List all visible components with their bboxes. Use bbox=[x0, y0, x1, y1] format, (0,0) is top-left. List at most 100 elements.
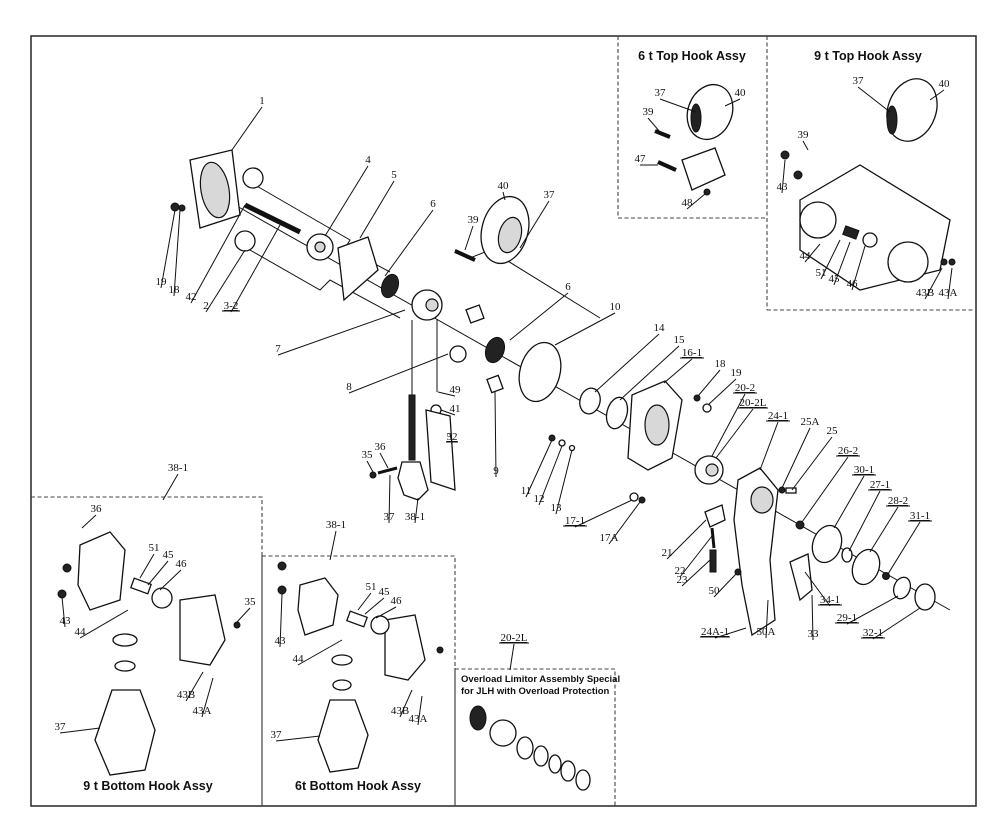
spring-part bbox=[709, 549, 717, 573]
callout-main-p6a: 6 bbox=[430, 198, 436, 210]
pawl-part bbox=[486, 374, 504, 394]
callout-main-p40: 40 bbox=[498, 180, 510, 192]
overload-hub-part bbox=[469, 705, 487, 731]
bottom-hook-part bbox=[397, 461, 429, 501]
nut-part bbox=[170, 202, 180, 212]
small-bolt-part bbox=[702, 403, 712, 413]
callout-bot9-p51: 51 bbox=[149, 542, 160, 554]
leader-line-main-p311 bbox=[887, 521, 921, 575]
leader-line-main-p271 bbox=[848, 490, 881, 552]
callout-bot9-p43a: 43A bbox=[193, 705, 212, 717]
leader-line-bot6-p45 bbox=[364, 597, 385, 615]
bot6-bushing-part bbox=[345, 610, 369, 628]
bot6-frame-left bbox=[297, 577, 339, 636]
callout-top9-p46: 46 bbox=[847, 278, 859, 290]
leader-line-bot9-p43b bbox=[185, 671, 204, 702]
callout-main-p161: 16-1 bbox=[682, 347, 702, 359]
top6-yoke-part bbox=[681, 147, 726, 191]
leader-line-main-p37a bbox=[519, 200, 550, 249]
overload-nut-part bbox=[575, 769, 591, 791]
callout-main-p7: 7 bbox=[275, 343, 281, 355]
top6-hook-part bbox=[686, 83, 734, 141]
leader-line-main-p19b bbox=[707, 378, 737, 406]
leader-line-main-p35 bbox=[366, 460, 374, 473]
callout-main-p311: 31-1 bbox=[910, 510, 930, 522]
callout-bot9-p36: 36 bbox=[91, 503, 103, 515]
gear-cover-opening bbox=[644, 404, 670, 446]
tag-part bbox=[425, 409, 456, 491]
hex-nut-part bbox=[465, 304, 485, 324]
callout-main-p25: 25 bbox=[827, 425, 839, 437]
callout-top9-p43b: 43B bbox=[916, 287, 934, 299]
callout-main-p6b: 6 bbox=[565, 281, 571, 293]
leader-line-top6-p39 bbox=[647, 117, 661, 133]
inset-overload-limiter: Overload Limitor Assembly Special for JL… bbox=[455, 668, 620, 806]
top-hook-throat bbox=[497, 216, 523, 254]
leader-line-main-p13 bbox=[555, 449, 573, 515]
leader-line-bot9-ref bbox=[162, 473, 179, 501]
leader-line-main-p19a bbox=[160, 209, 176, 289]
callout-main-p1: 1 bbox=[259, 95, 265, 107]
top9-nut2-part bbox=[948, 258, 956, 266]
callout-main-p15: 15 bbox=[674, 334, 686, 346]
load-chain-part bbox=[408, 394, 416, 461]
callout-main-p202: 20-2 bbox=[735, 382, 755, 394]
callout-main-p9: 9 bbox=[493, 465, 499, 477]
callout-bot9-p46: 46 bbox=[176, 558, 188, 570]
leader-line-bot9-p44 bbox=[79, 609, 129, 639]
callout-main-p23: 23 bbox=[677, 574, 689, 586]
washer-part bbox=[178, 204, 186, 212]
leader-line-main-p381 bbox=[414, 497, 419, 524]
leader-line-top9-p40 bbox=[929, 89, 945, 101]
callout-top9-p51: 51 bbox=[816, 267, 827, 279]
top9-sprocket-part bbox=[862, 232, 878, 248]
callout-bot6-p43a: 43A bbox=[409, 713, 428, 725]
callout-main-p13: 13 bbox=[551, 502, 563, 514]
callout-main-p50: 50 bbox=[709, 585, 721, 597]
callout-top9-p37: 37 bbox=[853, 75, 865, 87]
inset-9t-top-hook: 9 t Top Hook Assy bbox=[767, 49, 975, 311]
bot9-frame-left bbox=[77, 531, 126, 611]
callout-main-p381: 38-1 bbox=[405, 511, 425, 523]
callout-top9-p43a: 43A bbox=[939, 287, 958, 299]
leader-line-main-p171 bbox=[574, 499, 633, 528]
chain-guide-part bbox=[449, 345, 467, 363]
leader-line-main-p301 bbox=[833, 475, 865, 529]
ratchet-disc-part bbox=[605, 396, 629, 430]
bearing-second-part bbox=[484, 336, 506, 364]
pawl-washer-part bbox=[558, 439, 566, 447]
top9-bolt-part bbox=[780, 150, 790, 160]
leader-line-bot6-p44 bbox=[297, 639, 343, 666]
leader-line-main-p17a bbox=[608, 501, 641, 545]
leader-line-main-p6a bbox=[384, 209, 434, 277]
handwheel-part bbox=[851, 548, 881, 586]
leader-line-main-p282 bbox=[869, 506, 899, 553]
callout-bot9-p45: 45 bbox=[163, 549, 175, 561]
leader-line-top6-p48 bbox=[686, 193, 706, 210]
leader-line-main-p37b bbox=[388, 474, 391, 524]
snap-ring-part bbox=[914, 583, 936, 611]
leader-line-main-p161 bbox=[663, 358, 693, 384]
top6-nut-part bbox=[703, 188, 711, 196]
bot9-bolt-part bbox=[62, 563, 72, 573]
inset-title-overload-line1: Overload Limitor Assembly Special bbox=[461, 674, 620, 685]
main-gear-hub bbox=[314, 241, 326, 253]
inset-title-6t-top-hook: 6 t Top Hook Assy bbox=[638, 49, 746, 63]
gear-lower-part bbox=[234, 230, 256, 252]
top6-latch-part bbox=[690, 103, 702, 133]
callout-top6-p37: 37 bbox=[655, 87, 667, 99]
top9-sheave-right bbox=[887, 241, 929, 283]
overload-sprocket-part bbox=[489, 719, 517, 747]
callout-bot6-p43b: 43B bbox=[391, 705, 409, 717]
main-parts bbox=[170, 149, 936, 637]
callout-main-p17a: 17A bbox=[600, 532, 619, 544]
leader-line-main-p40 bbox=[502, 191, 506, 201]
leader-line-bot9-p51 bbox=[139, 553, 155, 579]
callout-main-p8: 8 bbox=[346, 381, 352, 393]
leader-line-main-p6b bbox=[509, 292, 569, 341]
leader-line-bot6-p43b bbox=[399, 689, 413, 718]
callout-top9-p43: 43 bbox=[777, 181, 789, 193]
leader-line-main-p5 bbox=[359, 180, 395, 239]
load-sheave-hub bbox=[425, 298, 439, 312]
